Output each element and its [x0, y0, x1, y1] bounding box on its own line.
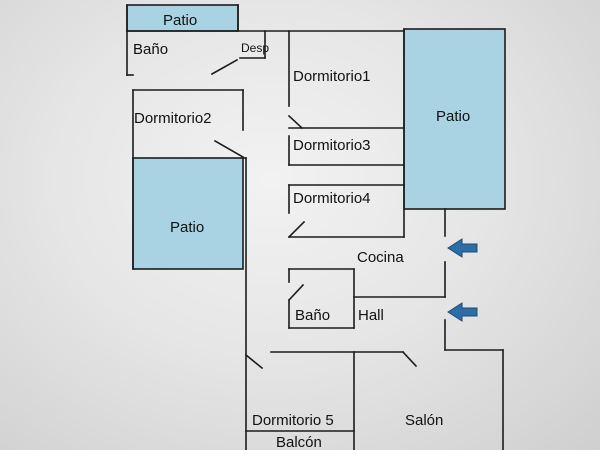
label-patio-right: Patio	[436, 108, 470, 125]
label-patio-left: Patio	[170, 219, 204, 236]
label-bano-mid: Baño	[295, 307, 330, 324]
walls	[126, 4, 504, 450]
label-dormitorio4: Dormitorio4	[293, 190, 371, 207]
label-hall: Hall	[358, 307, 384, 324]
patio-right	[403, 28, 506, 210]
label-balcon: Balcón	[276, 434, 322, 450]
label-dormitorio5: Dormitorio 5	[252, 412, 334, 429]
label-cocina: Cocina	[357, 249, 404, 266]
label-dormitorio2: Dormitorio2	[134, 110, 212, 127]
label-desp: Desp	[241, 41, 269, 55]
label-salon: Salón	[405, 412, 443, 429]
label-bano-top: Baño	[133, 41, 168, 58]
label-dormitorio1: Dormitorio1	[293, 68, 371, 85]
arrow-left-icon	[447, 238, 478, 258]
arrow-left-icon	[447, 302, 478, 322]
patio-left	[132, 157, 244, 270]
label-dormitorio3: Dormitorio3	[293, 137, 371, 154]
label-patio-top: Patio	[163, 12, 197, 29]
